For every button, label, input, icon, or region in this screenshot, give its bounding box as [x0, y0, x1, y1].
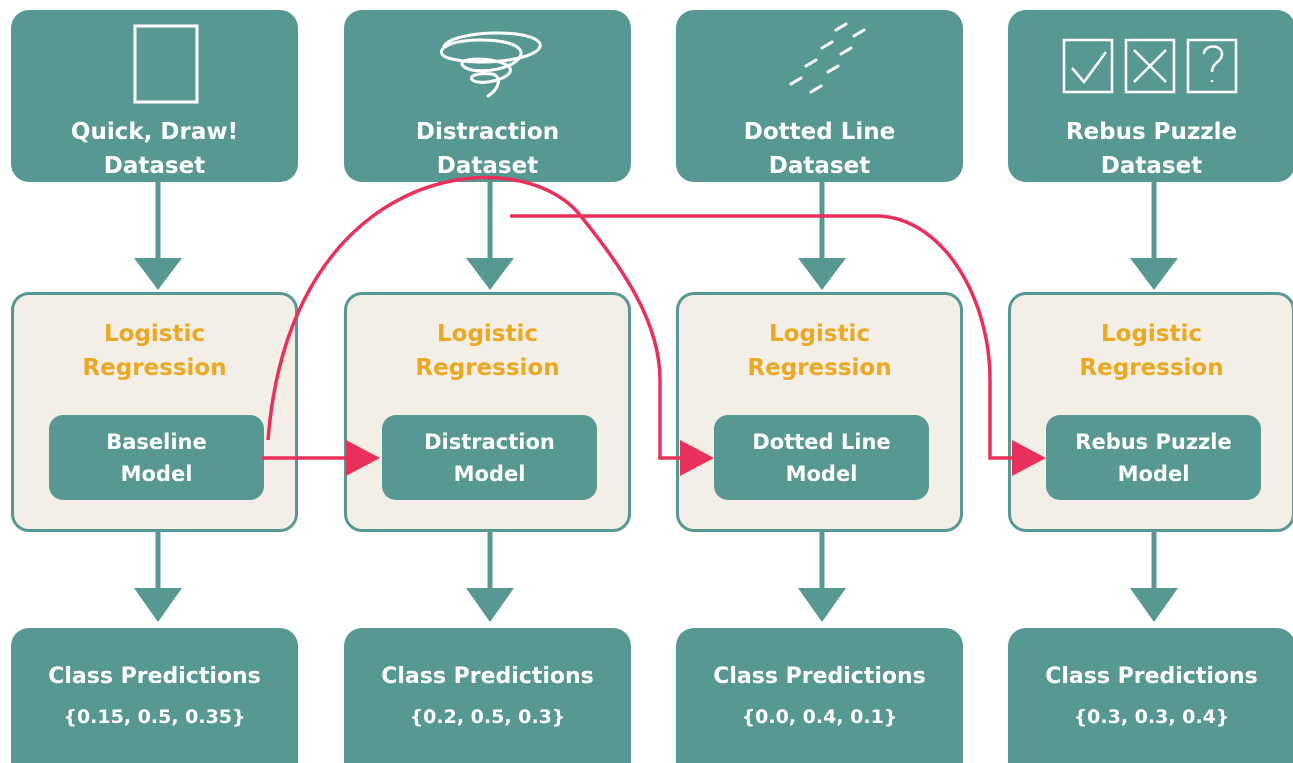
dataset-title: Distraction: [415, 119, 560, 145]
predictions-box-baseline: Class Predictions {0.15, 0.5, 0.35}: [11, 628, 298, 763]
predictions-title: Class Predictions: [713, 664, 926, 689]
classifier-subtitle: Regression: [747, 355, 892, 381]
dataset-title: Quick, Draw!: [70, 119, 239, 145]
model-subtitle: Model: [1117, 461, 1190, 486]
dataset-subtitle: Dataset: [1100, 153, 1203, 179]
dataset-title: Rebus Puzzle: [1065, 119, 1238, 145]
model-subtitle: Model: [120, 461, 193, 486]
arrowhead: [680, 440, 714, 476]
dataset-box-dotted-line: Dotted Line Dataset: [676, 10, 963, 182]
classifier-box-baseline: Logistic Regression Baseline Model: [11, 292, 298, 532]
scribble-tornado-icon: [440, 31, 542, 98]
classifier-subtitle: Regression: [415, 355, 560, 381]
down-arrow: [798, 532, 846, 622]
arrowhead: [1012, 440, 1046, 476]
predictions-box-rebus-puzzle: Class Predictions {0.3, 0.3, 0.4}: [1008, 628, 1293, 763]
dataset-box-quick-draw: Quick, Draw! Dataset: [11, 10, 298, 182]
dataset-box-rebus-puzzle: Rebus Puzzle Dataset: [1008, 10, 1293, 182]
model-box-rebus-puzzle: Rebus Puzzle Model: [1046, 415, 1261, 500]
predictions-title: Class Predictions: [381, 664, 594, 689]
predictions-title: Class Predictions: [1045, 664, 1258, 689]
predictions-values: {0.2, 0.5, 0.3}: [409, 706, 566, 728]
transfer-arrow-to-rebus-puzzle: [510, 214, 1016, 460]
dataset-subtitle: Dataset: [436, 153, 539, 179]
model-box-distraction: Distraction Model: [382, 415, 597, 500]
down-arrow: [134, 182, 182, 290]
classifier-title: Logistic: [1100, 321, 1202, 347]
predictions-values: {0.0, 0.4, 0.1}: [741, 706, 898, 728]
predictions-values: {0.15, 0.5, 0.35}: [63, 706, 246, 728]
square-icon: [133, 24, 199, 104]
model-title: Baseline: [106, 429, 207, 454]
model-subtitle: Model: [453, 461, 526, 486]
predictions-box-distraction: Class Predictions {0.2, 0.5, 0.3}: [344, 628, 631, 763]
transfer-arrow-to-dotted-line: [266, 175, 686, 460]
model-subtitle: Model: [785, 461, 858, 486]
down-arrow: [1130, 182, 1178, 290]
classifier-title: Logistic: [103, 321, 205, 347]
model-title: Dotted Line: [752, 429, 891, 454]
model-box-dotted-line: Dotted Line Model: [714, 415, 929, 500]
check-cross-question-icon: [1062, 38, 1238, 94]
predictions-title: Class Predictions: [48, 664, 261, 689]
down-arrow: [466, 532, 514, 622]
predictions-box-dotted-line: Class Predictions {0.0, 0.4, 0.1}: [676, 628, 963, 763]
down-arrow: [798, 182, 846, 290]
dataset-subtitle: Dataset: [768, 153, 871, 179]
model-title: Distraction: [424, 429, 555, 454]
model-box-baseline: Baseline Model: [49, 415, 264, 500]
classifier-box-rebus-puzzle: Logistic Regression Rebus Puzzle Model: [1008, 292, 1293, 532]
down-arrow: [134, 532, 182, 622]
down-arrow: [1130, 532, 1178, 622]
dataset-subtitle: Dataset: [103, 153, 206, 179]
dataset-box-distraction: Distraction Dataset: [344, 10, 631, 182]
arrowhead: [346, 440, 380, 476]
down-arrow: [466, 182, 514, 290]
predictions-values: {0.3, 0.3, 0.4}: [1073, 706, 1230, 728]
classifier-title: Logistic: [436, 321, 538, 347]
dashed-lines-icon: [789, 22, 866, 94]
classifier-box-dotted-line: Logistic Regression Dotted Line Model: [676, 292, 963, 532]
classifier-box-distraction: Logistic Regression Distraction Model: [344, 292, 631, 532]
classifier-title: Logistic: [768, 321, 870, 347]
model-title: Rebus Puzzle: [1075, 429, 1232, 454]
classifier-subtitle: Regression: [82, 355, 227, 381]
classifier-subtitle: Regression: [1079, 355, 1224, 381]
dataset-title: Dotted Line: [743, 119, 896, 145]
